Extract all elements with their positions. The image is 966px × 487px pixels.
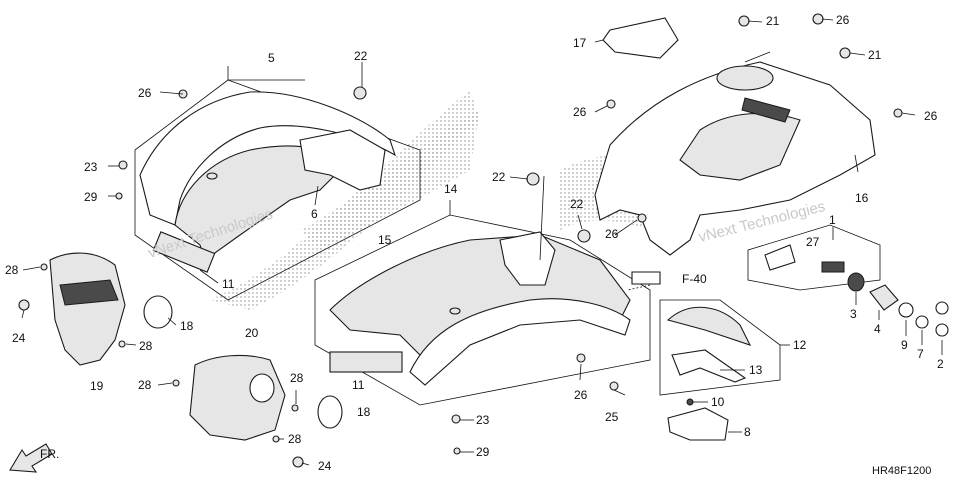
part-3-cap [847,272,865,292]
part-9-washer [898,302,914,318]
callout-29: 29 [476,445,490,459]
callout-9: 9 [901,338,908,352]
seal-ring-18a [143,295,173,329]
housing-19 [49,252,126,366]
callout-21: 21 [766,14,780,28]
callout-11: 11 [352,378,365,392]
callout-29: 29 [84,190,98,204]
callout-26: 26 [573,105,587,119]
rear-fender-emblem [741,97,791,123]
fender-inner-panel [174,145,346,261]
part-12-panel [666,306,752,346]
callout-16: 16 [855,191,869,205]
forward-arrow: FR. [9,443,59,473]
callout-7: 7 [917,347,924,361]
part-13-trim [671,349,747,383]
part-8-clip [667,407,729,441]
callout-27: 27 [806,235,820,249]
callout-24: 24 [12,331,26,345]
front-fender-assembly [134,79,421,301]
fasteners [18,13,903,468]
forward-label: FR. [40,447,59,461]
callout-4: 4 [874,322,881,336]
callout-3: 3 [850,307,857,321]
side-housings [49,252,343,441]
rear-fender-cap-socket [716,65,774,91]
callout-22: 22 [492,170,506,184]
callout-28: 28 [288,432,302,446]
center-cover-bracket [499,231,556,286]
fender-top-panel [139,91,396,226]
callout-22: 22 [354,49,368,63]
callout-10: 10 [711,395,725,409]
callout-1: 1 [829,213,836,227]
callout-13: 13 [749,363,763,377]
center-cover-assembly [314,214,651,406]
seal-ring-18b [317,395,343,429]
callout-19: 19 [90,379,104,393]
insulator-pad-a [152,231,216,273]
callout-26: 26 [574,388,588,402]
callout-6: 6 [311,207,318,221]
callout-2: 2 [937,357,944,371]
housing-19-detail [59,279,119,306]
callout-22: 22 [570,197,584,211]
callout-26: 26 [836,13,850,27]
callout-15: 15 [378,233,392,247]
front-reference-tag: F-40 [631,271,707,286]
callout-labels: 5 26 22 23 29 6 11 28 24 18 28 19 20 28 … [5,13,944,473]
callout-20: 20 [245,326,259,340]
callout-25: 25 [605,410,619,424]
callout-11: 11 [222,277,235,291]
cover-grommet [449,307,461,315]
fender-bracket [299,129,386,191]
shading-left-b [300,110,480,250]
callout-28: 28 [290,371,304,385]
callout-23: 23 [84,160,98,174]
callout-28: 28 [139,339,153,353]
rear-fender-assembly [594,17,876,256]
leader-lines [21,18,943,466]
fender-grommet [206,172,218,180]
diagram-code: HR48F1200 [872,465,931,477]
callout-26: 26 [605,227,619,241]
callout-21: 21 [868,48,882,62]
callout-28: 28 [138,378,152,392]
callout-17: 17 [573,36,587,50]
callout-14: 14 [444,182,458,196]
fender-lid-17 [602,17,679,59]
insulator-pad-b [329,351,403,373]
callout-8: 8 [744,425,751,439]
callout-12: 12 [793,338,807,352]
callout-28: 28 [5,263,19,277]
callout-18: 18 [357,405,371,419]
housing-20-port [249,373,275,403]
callout-5: 5 [268,51,275,65]
part-27-socket [764,244,796,271]
part-1-connector [821,261,845,273]
small-parts [659,224,949,441]
callout-26: 26 [924,109,938,123]
part-4-grommet [869,284,899,311]
part-2-ring [935,301,949,315]
callout-24: 24 [318,459,332,473]
part-7-washer [915,315,929,329]
callout-23: 23 [476,413,490,427]
part-2-ring-b [935,323,949,337]
callout-18: 18 [180,319,194,333]
shading-left [210,90,480,310]
center-cover-rail [409,298,631,386]
front-reference-label: F-40 [682,272,707,286]
callout-26: 26 [138,86,152,100]
